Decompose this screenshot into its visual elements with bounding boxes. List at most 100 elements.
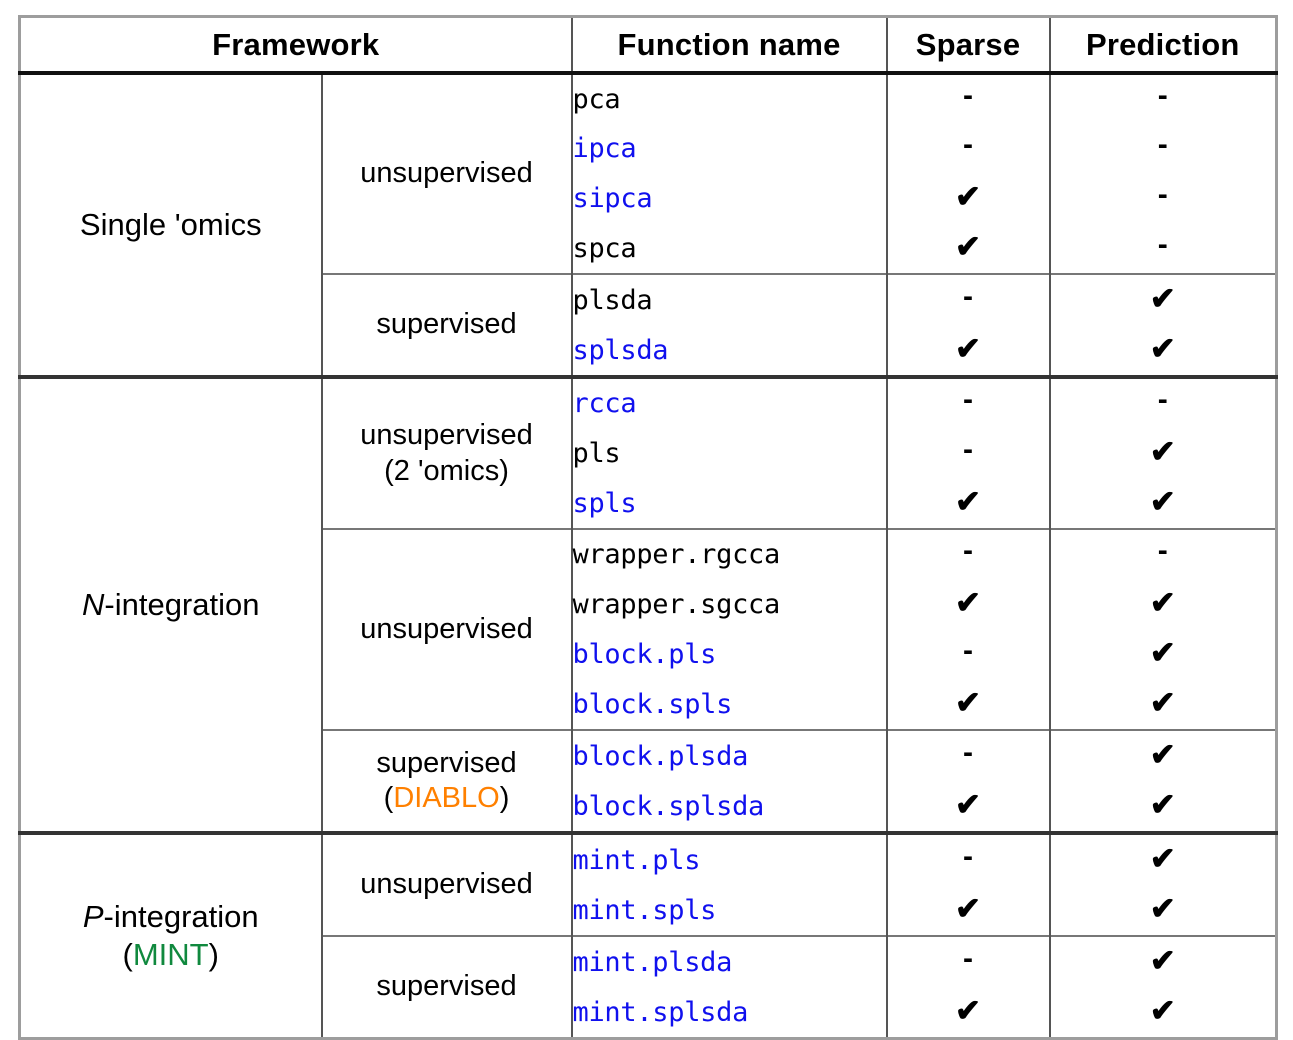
check-icon: ✔ <box>955 585 981 620</box>
function-name-cell: block.splsda <box>570 781 887 833</box>
function-name-cell: block.spls <box>570 679 887 730</box>
prediction-cell: - <box>1048 223 1279 274</box>
check-icon: ✔ <box>955 484 981 519</box>
check-icon: ✔ <box>1149 841 1176 876</box>
dash-icon: - <box>963 839 974 873</box>
supervision-label: supervised <box>376 308 517 341</box>
table-row: pls-✔ <box>20 428 1279 478</box>
prediction-cell: ✔ <box>1048 831 1279 885</box>
supervision-label: unsupervised <box>360 868 533 901</box>
function-name-cell: mint.pls <box>570 831 887 885</box>
supervision-label: unsupervised <box>360 419 533 452</box>
check-icon: ✔ <box>955 685 981 720</box>
prediction-cell: ✔ <box>1048 935 1279 987</box>
check-icon: ✔ <box>1149 484 1176 519</box>
function-name-cell: ipca <box>570 124 887 173</box>
table-row: block.splsda ✔ ✔ <box>20 781 1279 833</box>
table-row: mint.spls✔✔ <box>20 885 1279 936</box>
sparse-cell: - <box>885 375 1050 428</box>
dash-icon: - <box>963 432 974 466</box>
framework-label: Single 'omics <box>79 207 262 243</box>
framework-sublabel-highlight: MINT <box>132 937 209 972</box>
table-row: splsda✔✔ <box>20 325 1279 377</box>
supervision-sublabel: (DIABLO) <box>383 782 510 814</box>
check-icon: ✔ <box>1149 635 1176 670</box>
function-name-cell: plsda <box>570 273 887 325</box>
check-icon: ✔ <box>955 229 981 264</box>
prediction-cell: - <box>1048 173 1279 223</box>
function-name-cell: rcca <box>570 375 887 428</box>
sparse-cell: ✔ <box>885 325 1050 377</box>
function-name-cell: mint.spls <box>570 885 887 936</box>
sparse-cell: - <box>885 273 1050 325</box>
function-name-cell: block.plsda <box>570 729 887 781</box>
check-icon: ✔ <box>955 787 981 822</box>
table-row: sipca✔- <box>20 173 1279 223</box>
dash-icon: - <box>1157 177 1168 211</box>
sparse-cell: ✔ <box>885 987 1050 1040</box>
column-header-sparse: Sparse <box>885 15 1050 75</box>
check-icon: ✔ <box>955 993 981 1028</box>
prediction-cell: ✔ <box>1048 679 1279 730</box>
framework-label-prefix: P <box>82 899 104 935</box>
column-header-framework: Framework <box>17 15 572 75</box>
sparse-cell: - <box>885 528 1050 579</box>
dash-icon: - <box>1157 227 1168 261</box>
prediction-cell: ✔ <box>1048 729 1279 781</box>
function-name-cell: mint.plsda <box>570 935 887 987</box>
function-name-cell: wrapper.sgcca <box>570 579 887 629</box>
prediction-cell: ✔ <box>1048 325 1279 377</box>
header-row: Framework Function name Sparse Predictio… <box>17 15 1279 75</box>
framework-cell: Single 'omics <box>18 71 322 377</box>
sparse-cell: - <box>885 629 1050 679</box>
sparse-cell: ✔ <box>885 885 1050 936</box>
supervision-cell: unsupervised <box>320 528 572 730</box>
prediction-cell: ✔ <box>1048 579 1279 629</box>
dash-icon: - <box>963 534 974 567</box>
check-icon: ✔ <box>1149 891 1176 926</box>
framework-function-table: Framework Function name Sparse Predictio… <box>17 15 1279 1040</box>
check-icon: ✔ <box>955 179 981 214</box>
table-row: spca✔- <box>20 223 1279 274</box>
dash-icon: - <box>963 941 974 975</box>
check-icon: ✔ <box>1149 434 1176 469</box>
supervision-label: supervised <box>376 746 517 779</box>
function-name-cell: block.pls <box>570 629 887 679</box>
table-header: Framework Function name Sparse Predictio… <box>17 15 1279 75</box>
check-icon: ✔ <box>1149 787 1176 822</box>
supervision-cell: supervised <box>320 273 572 377</box>
supervision-cell: unsupervised <box>320 831 572 936</box>
supervision-label: unsupervised <box>360 612 533 645</box>
prediction-cell: ✔ <box>1048 273 1279 325</box>
dash-icon: - <box>963 735 974 769</box>
table-row: wrapper.sgcca ✔ ✔ <box>20 579 1279 629</box>
framework-cell: N-integration <box>18 375 322 833</box>
dash-icon: - <box>1157 79 1168 112</box>
function-name-cell: splsda <box>570 325 887 377</box>
framework-label-prefix: N <box>82 587 105 623</box>
supervision-cell: supervised <box>320 935 572 1040</box>
supervision-cell: unsupervised <box>320 71 572 274</box>
prediction-cell: ✔ <box>1048 478 1279 529</box>
function-name-cell: spls <box>570 478 887 529</box>
framework-label: P-integration <box>82 899 259 935</box>
sparse-cell: ✔ <box>885 478 1050 529</box>
table-row: block.spls ✔ ✔ <box>20 679 1279 730</box>
sparse-cell: - <box>885 124 1050 173</box>
sparse-cell: - <box>885 428 1050 478</box>
sparse-cell: - <box>885 831 1050 885</box>
prediction-cell: ✔ <box>1048 885 1279 936</box>
table-row: ipca-- <box>20 124 1279 173</box>
framework-sublabel: (MINT) <box>122 937 219 972</box>
supervision-cell: supervised(DIABLO) <box>320 729 572 833</box>
supervision-sublabel-highlight: DIABLO <box>393 782 500 814</box>
sparse-cell: ✔ <box>885 579 1050 629</box>
prediction-cell: ✔ <box>1048 629 1279 679</box>
sparse-cell: - <box>885 935 1050 987</box>
prediction-cell: - <box>1048 124 1279 173</box>
table-row: P-integration(MINT) unsupervised mint.pls -… <box>18 831 1279 1040</box>
prediction-cell: - <box>1048 528 1279 579</box>
dash-icon: - <box>963 79 974 112</box>
